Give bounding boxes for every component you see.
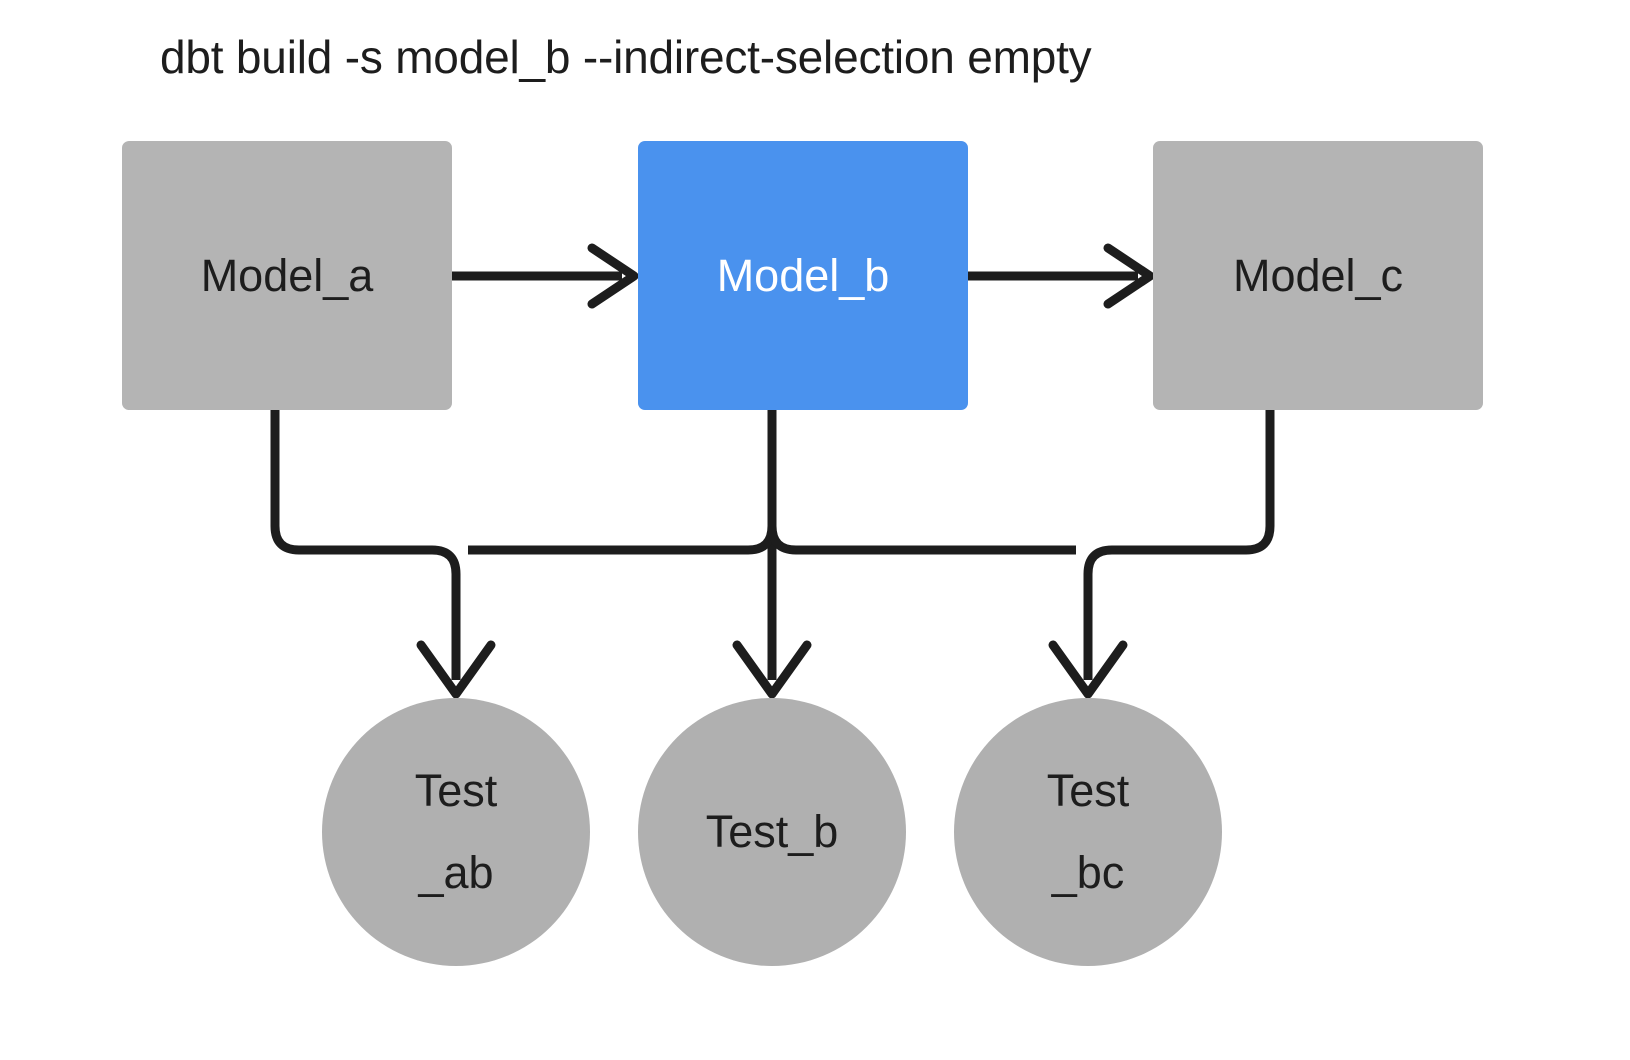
node-test-ab[interactable]: Test _ab: [322, 698, 590, 966]
edge-model-b-to-test-bc: [767, 525, 1076, 555]
node-model-c[interactable]: Model_c: [1153, 141, 1483, 410]
node-test-bc[interactable]: Test _bc: [954, 698, 1222, 966]
edge-model-b-to-test-ab: [468, 525, 777, 555]
node-model-a-label: Model_a: [200, 249, 374, 301]
edge-model-a-to-test-ab: [270, 410, 461, 680]
diagram-title: dbt build -s model_b --indirect-selectio…: [160, 31, 1092, 83]
arrowhead-test-bc: [1048, 640, 1128, 699]
node-test-b[interactable]: Test_b: [638, 698, 906, 966]
node-model-c-label: Model_c: [1232, 249, 1404, 301]
node-test-bc-label: Test _bc: [1046, 765, 1130, 898]
arrowhead-test-b: [732, 640, 812, 699]
node-test-b-label: Test_b: [705, 806, 839, 858]
node-model-b-label: Model_b: [716, 249, 890, 301]
node-model-b[interactable]: Model_b: [638, 141, 968, 410]
edge-model-b-to-model-c-arrowhead: [1103, 243, 1155, 309]
node-test-ab-label: Test _ab: [414, 765, 498, 898]
edge-model-c-to-test-bc: [1083, 410, 1275, 680]
edge-model-a-to-model-b-arrowhead: [587, 243, 639, 309]
arrowhead-test-ab: [416, 640, 496, 699]
node-model-a[interactable]: Model_a: [122, 141, 452, 410]
